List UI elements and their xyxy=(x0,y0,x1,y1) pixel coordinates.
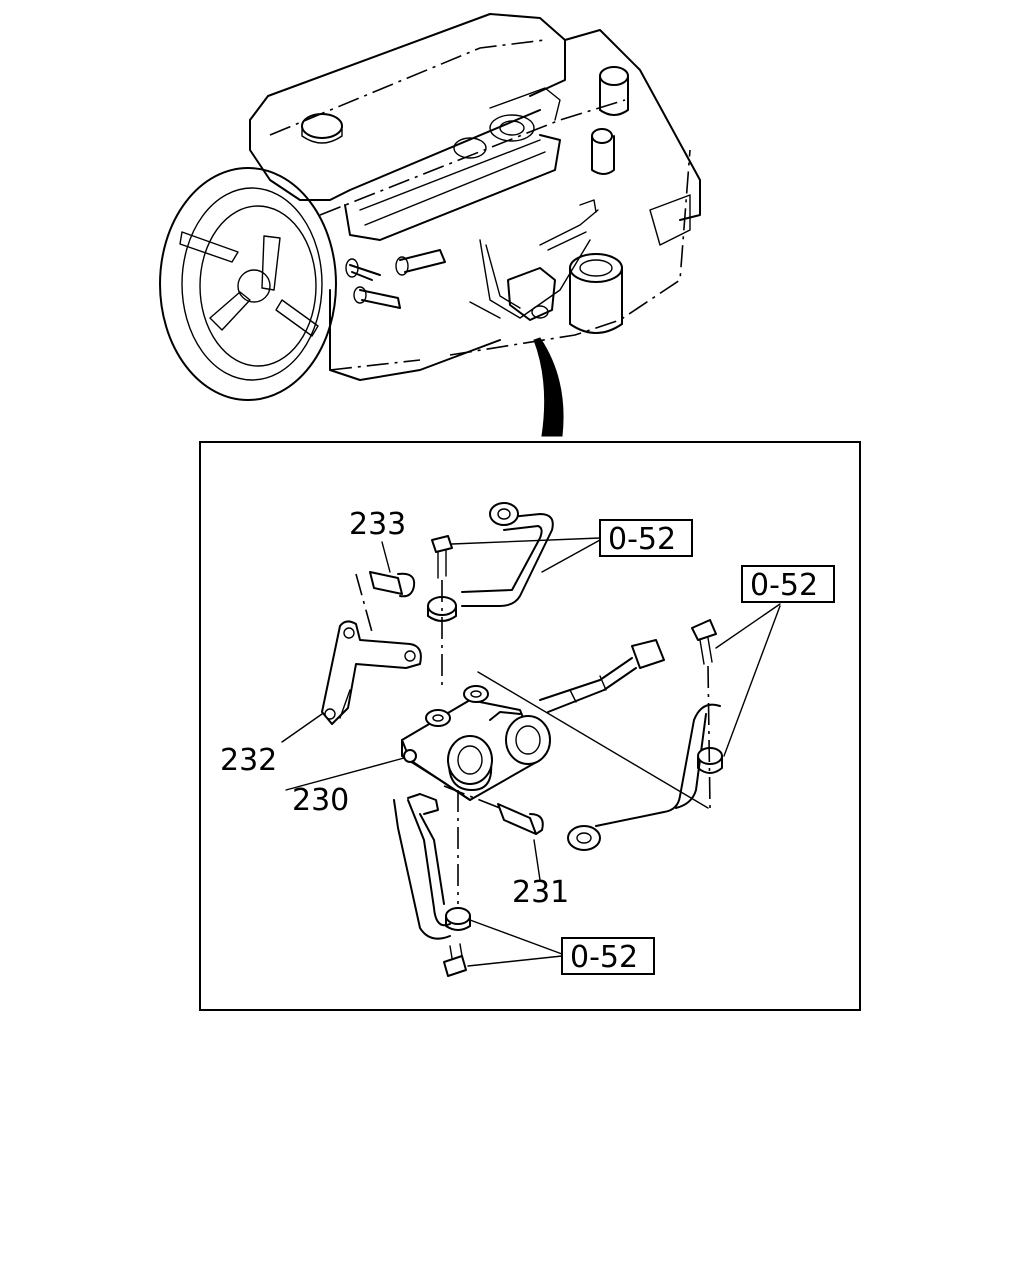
part-232-label: 232 xyxy=(220,743,277,778)
reference-right: 0-52 xyxy=(741,565,835,603)
detail-frame xyxy=(199,441,861,1011)
part-233-label: 233 xyxy=(349,507,406,542)
engine-overview xyxy=(159,13,701,437)
detail-parts xyxy=(281,502,781,977)
reference-bottom-text: 0-52 xyxy=(570,940,638,975)
reference-right-text: 0-52 xyxy=(750,568,818,603)
part-231-label: 231 xyxy=(512,875,569,910)
reference-bottom: 0-52 xyxy=(561,937,655,975)
reference-top: 0-52 xyxy=(599,519,693,557)
part-230-label: 230 xyxy=(292,783,349,818)
reference-top-text: 0-52 xyxy=(608,522,676,557)
